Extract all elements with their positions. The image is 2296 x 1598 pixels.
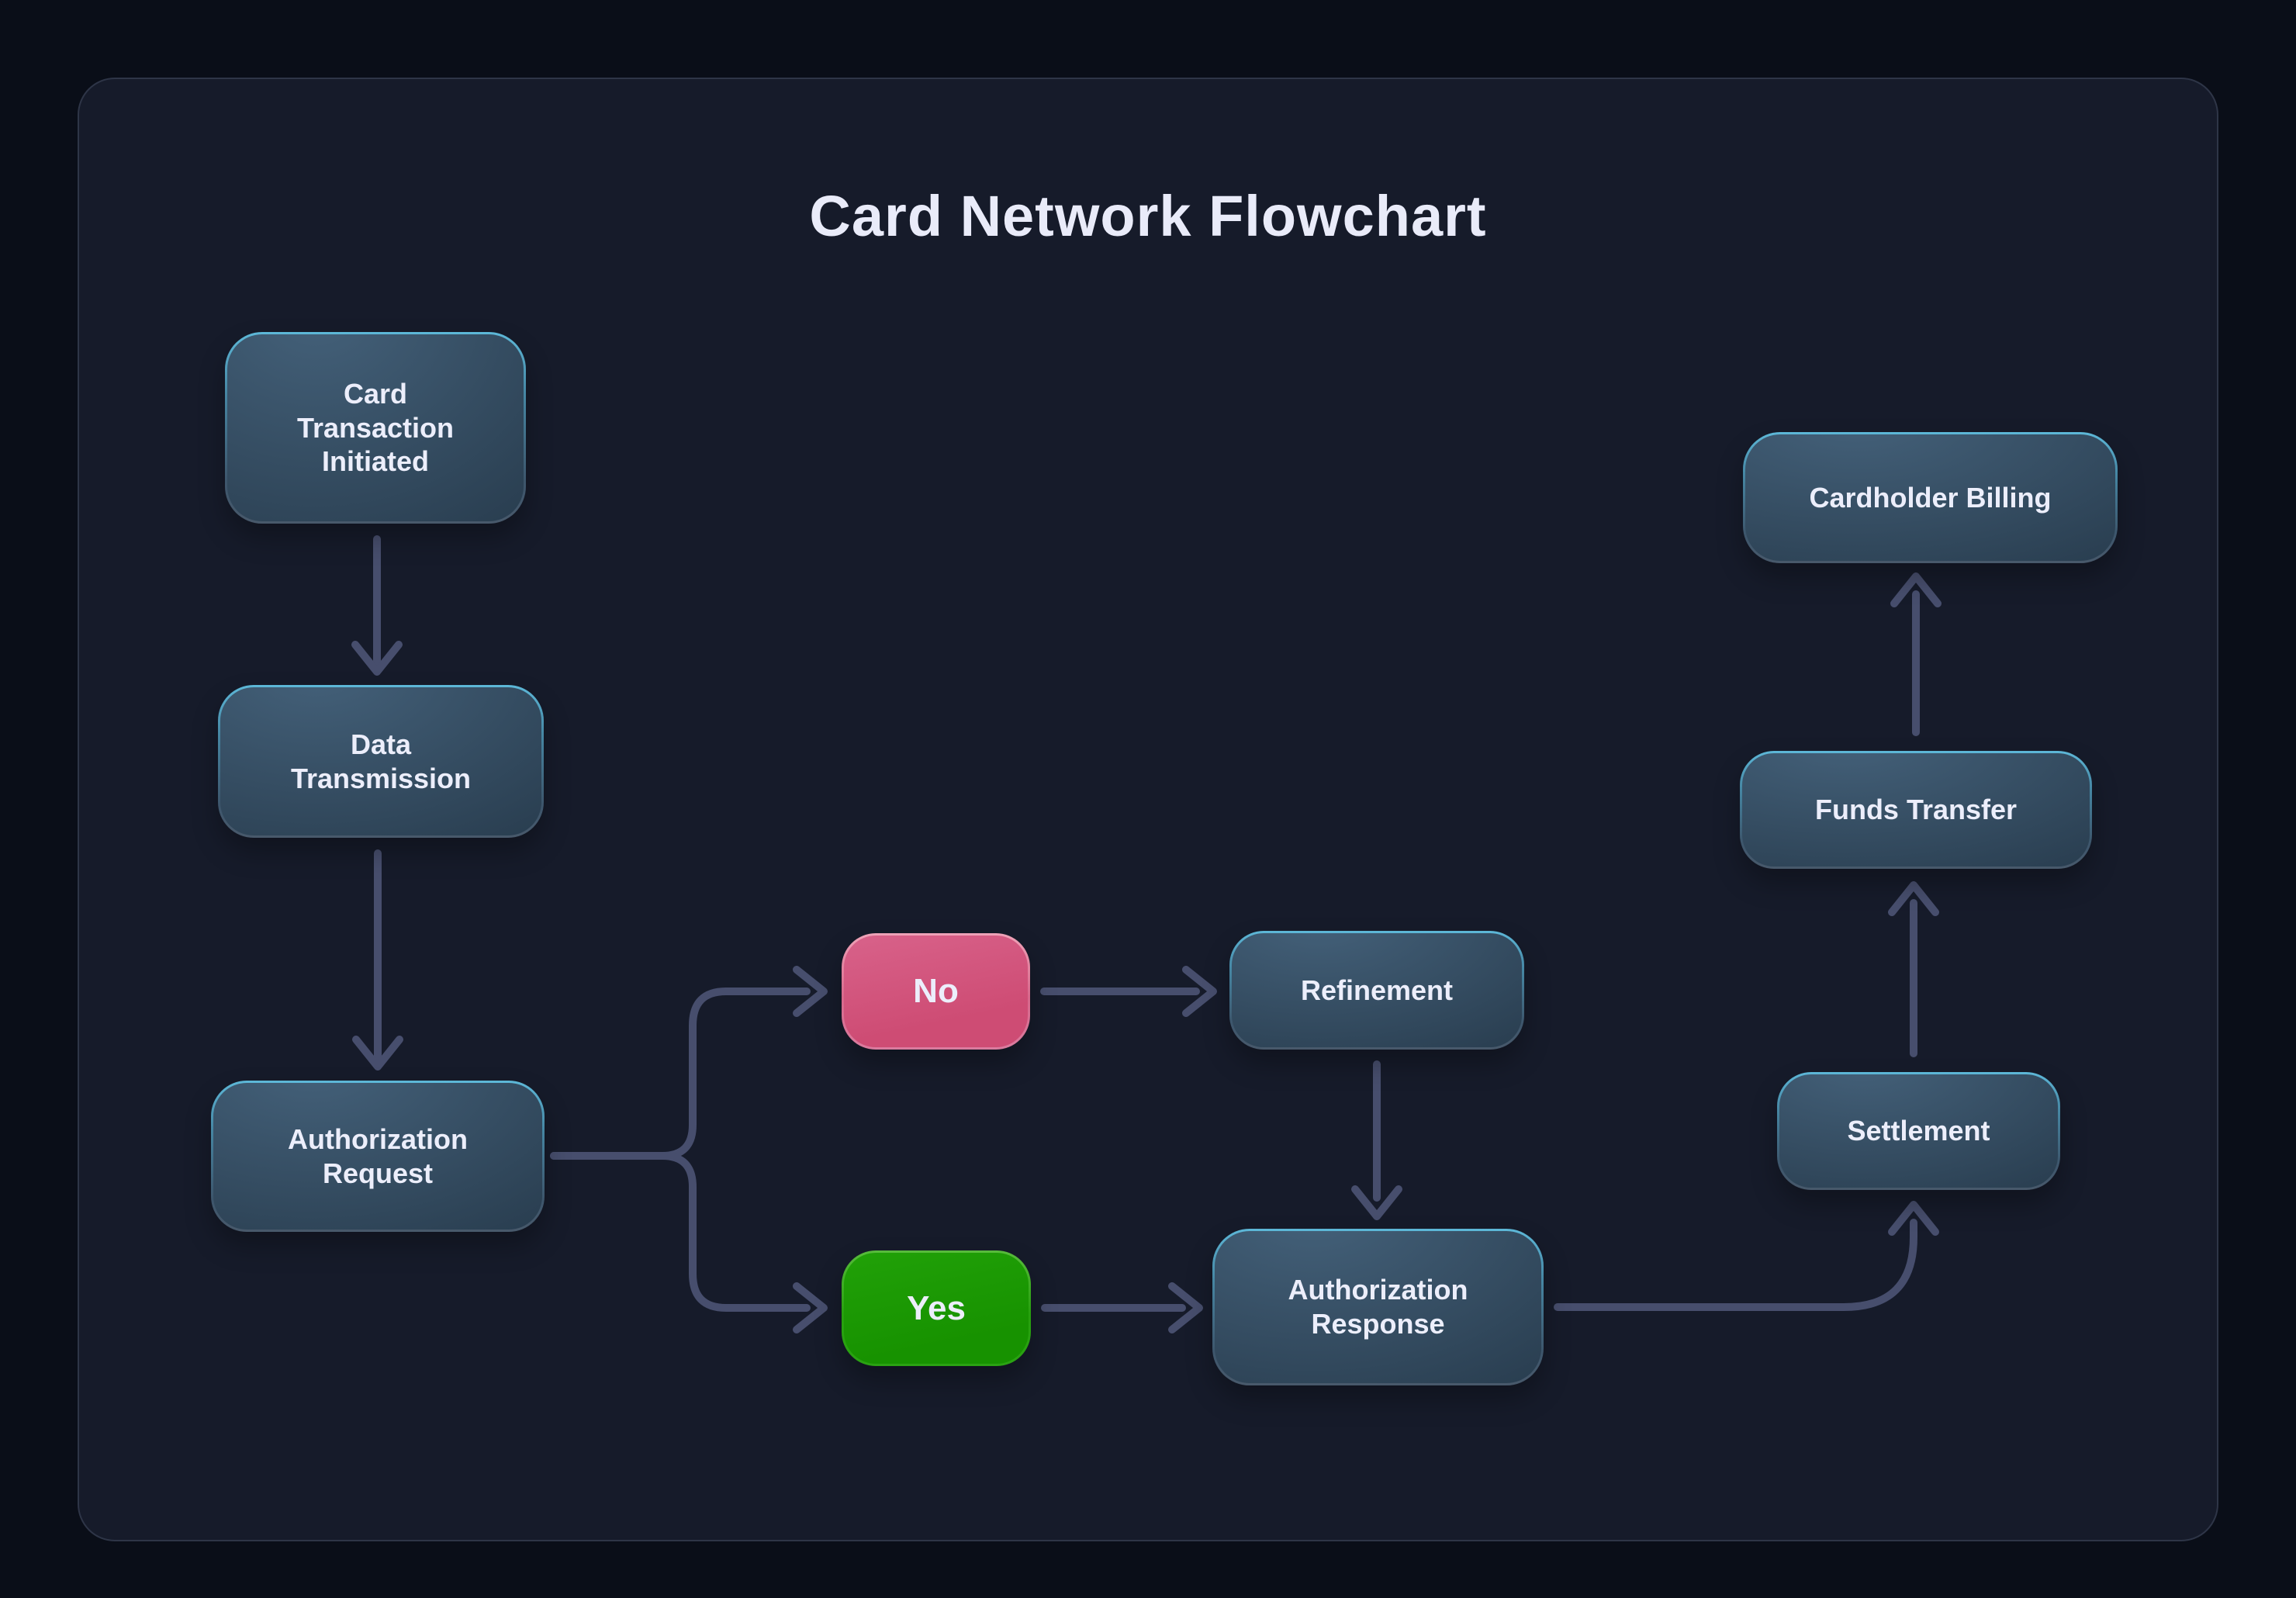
flow-node-no: No (842, 933, 1030, 1050)
arrowhead-yes (793, 1282, 828, 1333)
flow-node-body: Data Transmission (220, 687, 541, 835)
arrowhead-authorization-response (1351, 1185, 1402, 1220)
flow-node-label: Authorization Request (288, 1122, 468, 1189)
flow-node-label: Card Transaction Initiated (296, 377, 455, 478)
flow-node-label: Refinement (1300, 974, 1454, 1006)
flow-node-body: Cardholder Billing (1745, 434, 2115, 561)
flow-node-label: Funds Transfer (1814, 794, 2018, 826)
flow-node-cardholder-billing: Cardholder Billing (1743, 432, 2118, 563)
flow-node-label: Cardholder Billing (1809, 481, 2052, 514)
flow-node-body: Funds Transfer (1742, 753, 2090, 866)
arrowhead-cardholder-billing (1890, 572, 1942, 607)
flow-node-label: Settlement (1847, 1115, 1990, 1147)
flow-node-yes: Yes (842, 1250, 1031, 1366)
arrowhead-refinement (1182, 966, 1217, 1017)
flow-node-body: Authorization Request (213, 1083, 542, 1230)
flow-node-body: Authorization Response (1215, 1231, 1541, 1383)
arrowhead-funds-transfer (1888, 881, 1939, 916)
flow-node-settlement: Settlement (1777, 1072, 2060, 1190)
flow-node-data-transmission: Data Transmission (218, 685, 544, 838)
edge-line-authorization-request-to-yes (550, 1152, 811, 1312)
flow-node-authorization-request: Authorization Request (211, 1081, 545, 1232)
flow-node-body: Refinement (1232, 933, 1522, 1047)
flow-node-refinement: Refinement (1229, 931, 1524, 1050)
arrowhead-settlement (1888, 1201, 1939, 1236)
arrowhead-authorization-request (352, 1036, 403, 1071)
flow-node-body: No (844, 936, 1028, 1047)
arrowhead-data-transmission (351, 641, 403, 676)
flow-node-card-transaction-initiated: Card Transaction Initiated (225, 332, 526, 524)
flow-node-authorization-response: Authorization Response (1212, 1229, 1544, 1385)
arrowhead-no (793, 966, 828, 1017)
flow-node-body: Settlement (1779, 1074, 2058, 1188)
page-title: Card Network Flowchart (809, 183, 1487, 248)
flow-node-label: Data Transmission (290, 728, 472, 794)
flow-node-funds-transfer: Funds Transfer (1740, 751, 2092, 869)
flow-node-body: Yes (844, 1253, 1029, 1364)
arrowhead-authorization-response (1168, 1282, 1203, 1333)
flow-node-label: Authorization Response (1288, 1274, 1468, 1340)
flow-node-label: Yes (907, 1288, 966, 1327)
flow-node-body: Card Transaction Initiated (227, 334, 524, 521)
edge-line-authorization-request-to-no (550, 988, 811, 1160)
edge-line-authorization-response-to-settlement (1554, 1219, 1917, 1311)
flow-node-label: No (913, 972, 959, 1011)
